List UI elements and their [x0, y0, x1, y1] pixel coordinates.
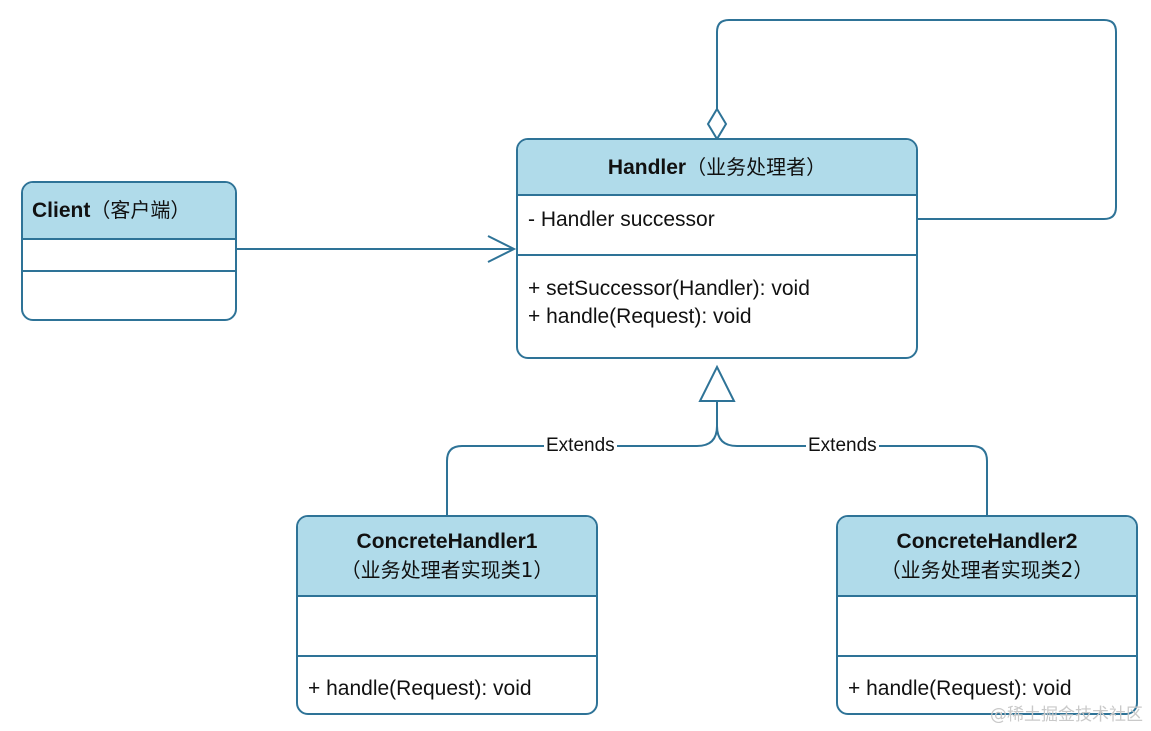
concrete-handler2-method: + handle(Request): void	[848, 677, 1072, 700]
client-header: Client（客户端）	[23, 183, 235, 240]
extends-label-left: Extends	[544, 435, 617, 457]
extends-label-right: Extends	[806, 435, 879, 457]
concrete-handler2-class-name: ConcreteHandler2	[896, 530, 1078, 553]
concrete-handler1-class-name: ConcreteHandler1	[356, 530, 538, 553]
generalization-triangle	[698, 364, 736, 402]
handler-attribute: - Handler successor	[528, 208, 715, 231]
concrete-handler2-methods-section: + handle(Request): void	[838, 657, 1136, 703]
self-aggregation-line	[716, 19, 1117, 220]
concrete-handler1-header: ConcreteHandler1 （业务处理者实现类1）	[298, 517, 596, 597]
extends-line-left	[446, 425, 718, 517]
handler-methods-section: + setSuccessor(Handler): void + handle(R…	[518, 256, 916, 331]
concrete-handler1-class-box[interactable]: ConcreteHandler1 （业务处理者实现类1） + handle(Re…	[296, 515, 598, 715]
handler-class-subtitle: （业务处理者）	[686, 154, 827, 179]
client-class-subtitle: （客户端）	[90, 198, 191, 222]
handler-method: + setSuccessor(Handler): void	[528, 277, 810, 300]
concrete-handler2-header: ConcreteHandler2 （业务处理者实现类2）	[838, 517, 1136, 597]
watermark-text: @稀土掘金技术社区	[990, 705, 1143, 725]
concrete-handler1-class-subtitle: （业务处理者实现类1）	[340, 558, 554, 582]
concrete-handler1-attributes-section	[298, 597, 596, 657]
concrete-handler1-method: + handle(Request): void	[308, 677, 532, 700]
client-methods-section	[23, 272, 235, 319]
aggregation-diamond	[706, 107, 728, 141]
client-class-box[interactable]: Client（客户端）	[21, 181, 237, 321]
handler-class-box[interactable]: Handler（业务处理者） - Handler successor + set…	[516, 138, 918, 359]
concrete-handler2-attributes-section	[838, 597, 1136, 657]
association-arrowhead	[487, 235, 517, 263]
concrete-handler1-methods-section: + handle(Request): void	[298, 657, 596, 703]
concrete-handler2-class-subtitle: （业务处理者实现类2）	[880, 558, 1094, 582]
handler-method: + handle(Request): void	[528, 305, 752, 328]
handler-class-name: Handler	[607, 155, 687, 179]
handler-attributes-section: - Handler successor	[518, 196, 916, 256]
extends-line-right	[716, 425, 988, 517]
client-class-name: Client	[32, 199, 91, 222]
concrete-handler2-class-box[interactable]: ConcreteHandler2 （业务处理者实现类2） + handle(Re…	[836, 515, 1138, 715]
client-attributes-section	[23, 240, 235, 272]
handler-header: Handler（业务处理者）	[518, 140, 916, 196]
